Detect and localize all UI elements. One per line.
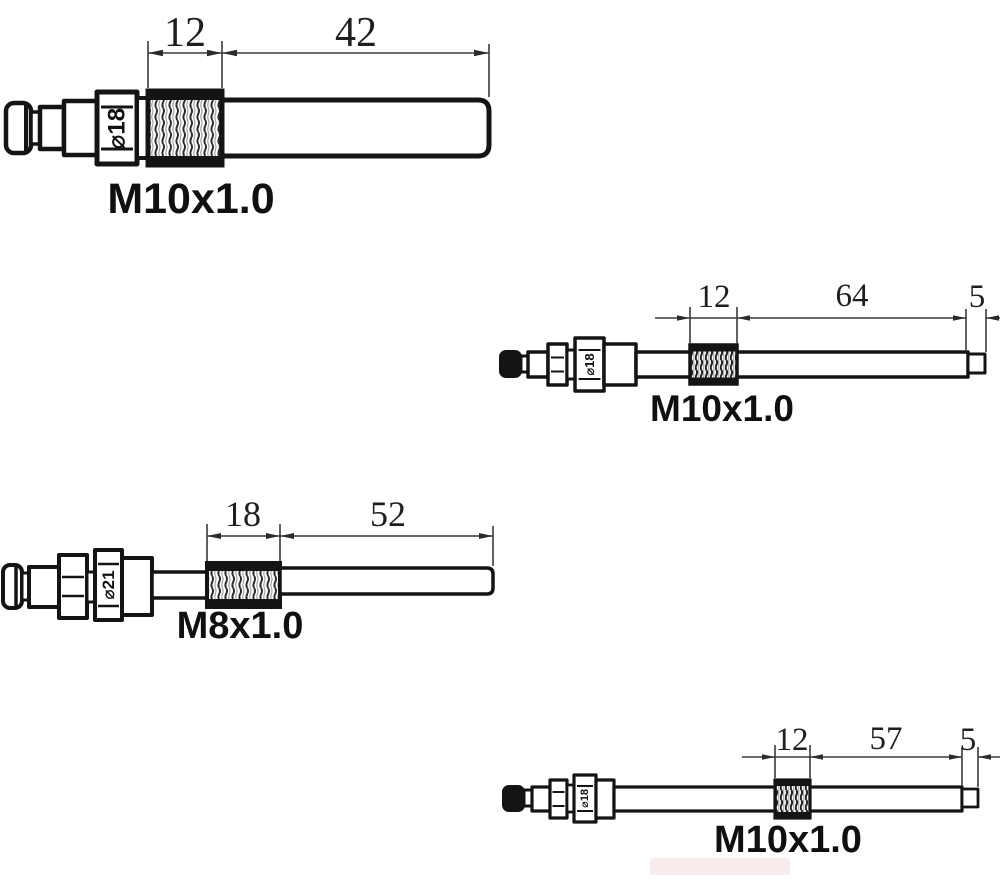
adapter-2-thread-length-dim: 12	[698, 279, 731, 315]
adapter-3-thread-bottom-band	[209, 599, 278, 605]
adapter-3-nut-front	[57, 553, 89, 620]
adapter-2-cylinder	[526, 350, 550, 379]
adapter-2-thread-top-band	[691, 346, 736, 352]
adapter-4-nut-waist-lines	[552, 791, 565, 807]
adapter-3-thread-length-dim: 18	[225, 494, 261, 534]
adapter-2-thread-spec-label: M10x1.0	[650, 388, 794, 429]
adapter-4-thread-bottom-band	[776, 812, 809, 817]
adapter-3-shaft-front	[150, 570, 209, 600]
adapter-3-thread-top-band	[209, 565, 278, 571]
adapter-1-shaft-length-dim: 42	[335, 10, 377, 56]
adapter-4-nut-front	[548, 778, 569, 820]
adapter-3-nut-waist-lines	[62, 575, 84, 598]
adapter-4-thread-spec-label: M10x1.0	[714, 819, 862, 861]
adapter-4-tip-length-dim: 5	[960, 722, 977, 758]
adapter-1-drawing: ⌀18 12 42 M10x1.0	[3, 10, 492, 223]
arrow-icon	[479, 533, 493, 539]
arrow-icon	[474, 49, 489, 57]
arrow-icon	[148, 49, 163, 57]
adapter-2-probe-tip	[966, 352, 987, 375]
adapter-4-thread-top-band	[776, 781, 809, 786]
adapter-2-hex-nut	[573, 336, 606, 393]
watermark-artifact	[650, 858, 790, 875]
adapter-2-collar	[602, 342, 638, 387]
adapter-4-quick-connect-tip	[502, 785, 525, 812]
adapter-1-hex-chamfer-lines	[101, 105, 133, 151]
adapter-4-probe-tip	[960, 787, 980, 809]
adapter-1-thread-top-band	[150, 93, 220, 100]
arrow-icon	[280, 533, 294, 539]
adapter-1-body: ⌀18	[3, 88, 492, 168]
adapter-1-hex-diameter-marking: ⌀18	[104, 108, 131, 149]
adapter-1-hex-nut	[94, 89, 140, 167]
adapter-2-tip-length-dim: 5	[969, 279, 986, 315]
adapter-1-dimensions: 12 42	[147, 10, 490, 97]
adapter-4-threaded-section	[773, 778, 812, 820]
adapter-1-cylinder-large	[61, 98, 100, 158]
adapter-2-quick-connect-tip	[499, 350, 522, 378]
arrow-icon	[810, 754, 823, 760]
adapter-3-thread-spec-label: M8x1.0	[177, 605, 304, 647]
arrow-icon	[266, 533, 280, 539]
adapter-4-cylinder	[530, 785, 552, 813]
adapter-2-hex-diameter-marking: ⌀18	[582, 353, 597, 375]
adapter-2-nut-waist-lines	[551, 356, 564, 373]
adapter-3-collar	[120, 556, 154, 617]
arrow-icon	[737, 315, 750, 321]
adapter-1-thread-length-dim: 12	[164, 10, 206, 56]
adapter-3-body: ⌀21	[1, 548, 495, 622]
adapter-2-shaft-length-dim: 64	[836, 278, 869, 314]
arrow-icon	[986, 315, 999, 321]
adapter-4-extension-lines	[774, 745, 979, 787]
adapter-2-body: ⌀18	[499, 336, 987, 393]
adapter-3-hex-diameter-marking: ⌀21	[99, 570, 118, 599]
adapter-3-hex-chamfer-lines	[98, 562, 119, 608]
adapter-3-shaft	[278, 566, 495, 596]
adapter-4-hex-chamfer-lines	[577, 785, 593, 812]
adapter-3-dimensions: 18 52	[206, 494, 494, 566]
adapter-3-quick-connect-tip	[1, 563, 24, 610]
adapter-4-body: ⌀18	[502, 773, 980, 824]
adapter-3-extension-lines	[206, 524, 494, 566]
adapter-2-drawing: ⌀18 12 64 5 M10x1.0	[499, 278, 1000, 429]
adapter-1-thread-bottom-band	[150, 156, 220, 163]
arrow-icon	[953, 315, 966, 321]
adapter-2-extension-lines	[689, 307, 987, 352]
adapter-4-drawing: ⌀18 12 57 5 M10x1.0	[502, 721, 1000, 861]
adapter-1-thread-spec-label: M10x1.0	[107, 175, 274, 223]
adapter-1-threaded-section	[145, 88, 225, 168]
adapter-2-thread-bottom-band	[691, 377, 736, 383]
adapter-3-cylinder	[27, 565, 61, 609]
arrow-icon	[207, 533, 221, 539]
arrow-icon	[978, 754, 991, 760]
adapter-2-hex-chamfer-lines	[578, 349, 601, 380]
adapter-4-shaft-length-dim: 57	[870, 721, 903, 757]
arrow-icon	[949, 754, 962, 760]
adapter-4-collar	[594, 778, 616, 820]
arrow-icon	[677, 315, 690, 321]
adapter-4-dimensions: 12 57 5	[742, 721, 1000, 787]
adapter-1-shaft	[219, 97, 492, 159]
adapter-4-hex-diameter-marking: ⌀18	[579, 789, 591, 808]
adapter-2-nut-front	[546, 342, 569, 387]
adapter-2-shaft	[634, 350, 970, 379]
adapter-3-drawing: ⌀21 18 52 M8x1.0	[1, 494, 495, 647]
adapter-2-dimensions: 12 64 5	[655, 278, 1000, 352]
adapter-4-thread-length-dim: 12	[776, 722, 809, 758]
arrow-icon	[762, 754, 775, 760]
adapter-1-cylinder-small	[37, 104, 67, 152]
arrow-icon	[222, 49, 237, 57]
arrow-icon	[207, 49, 222, 57]
adapter-3-shaft-length-dim: 52	[370, 494, 406, 534]
